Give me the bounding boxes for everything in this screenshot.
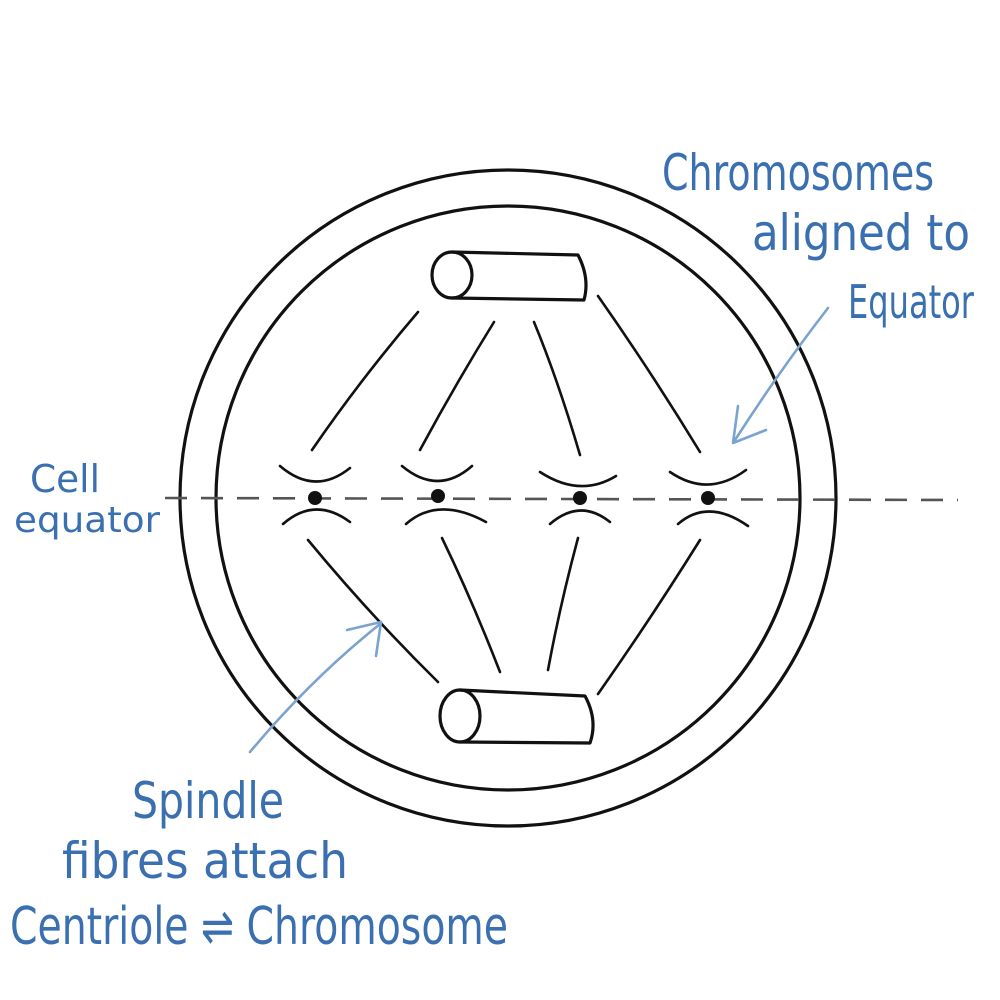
cell-equator-line xyxy=(164,496,959,502)
chromosome-3 xyxy=(538,470,618,526)
centriole-top xyxy=(430,250,588,302)
spindle-pointer-arrow xyxy=(248,620,383,754)
chromosome-1 xyxy=(278,464,352,526)
cell-equator-label-line2: equator xyxy=(14,500,160,541)
cell-equator-label: Cell equator xyxy=(14,457,160,541)
chromosomes-label: Chromosomes aligned to Equator xyxy=(662,144,974,329)
spindle-fibre xyxy=(306,538,440,684)
cell-equator-label-line1: Cell xyxy=(30,457,100,501)
spindle-label-line1: Spindle xyxy=(132,772,284,830)
chromosomes-label-line2: aligned to xyxy=(752,204,970,262)
spindle-fibre xyxy=(310,310,420,452)
spindle-fibre xyxy=(596,538,702,696)
spindle-fibres-upper xyxy=(310,294,702,457)
spindle-label-line2: fibres attach xyxy=(62,832,348,890)
chromosomes-pointer-arrow xyxy=(731,306,830,445)
chromosomes-label-line1: Chromosomes xyxy=(662,144,934,202)
spindle-fibre xyxy=(418,320,496,452)
spindle-fibres-lower xyxy=(306,536,702,696)
spindle-label-line3: Centriole ⇌ Chromosome xyxy=(10,897,508,957)
spindle-fibre xyxy=(596,294,702,454)
spindle-fibre xyxy=(532,320,582,457)
chromosome-4 xyxy=(668,468,750,528)
chromosomes-label-line3: Equator xyxy=(848,275,974,329)
chromosome-2 xyxy=(400,464,488,526)
spindle-label: Spindle fibres attach Centriole ⇌ Chromo… xyxy=(10,772,508,957)
centriole-bottom xyxy=(438,688,595,745)
spindle-fibre xyxy=(546,536,580,672)
spindle-fibre xyxy=(440,536,502,674)
